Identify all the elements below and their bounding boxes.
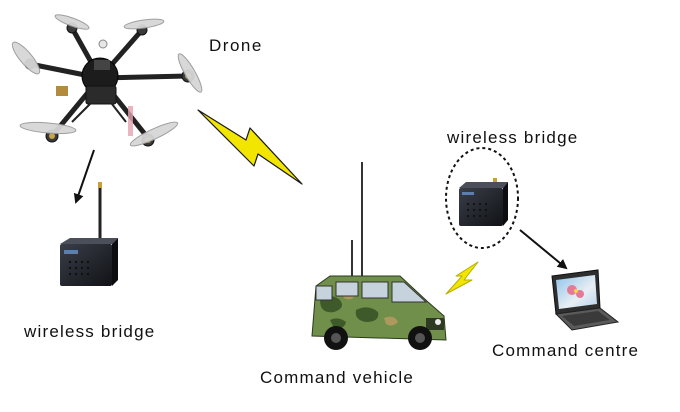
command-vehicle-label: Command vehicle xyxy=(260,368,415,387)
lightning-bolt-small-icon xyxy=(445,261,479,295)
bridge-highlight-ellipse xyxy=(445,147,519,249)
lightning-bolt-icon xyxy=(197,109,303,185)
wireless-bridge-bottom-label: wireless bridge xyxy=(24,322,156,341)
wireless-bridge-left-icon xyxy=(60,182,118,286)
wireless-bridge-top-label: wireless bridge xyxy=(447,128,579,147)
arrow-drone-to-bridge xyxy=(73,149,95,204)
command-centre-label: Command centre xyxy=(492,341,640,360)
drone-label: Drone xyxy=(209,36,263,55)
drone-icon xyxy=(11,14,203,147)
laptop-icon xyxy=(551,269,620,331)
arrow-bridge-to-laptop xyxy=(519,229,568,270)
military-van-icon xyxy=(311,162,447,350)
wireless-bridge-right-icon xyxy=(459,178,508,226)
